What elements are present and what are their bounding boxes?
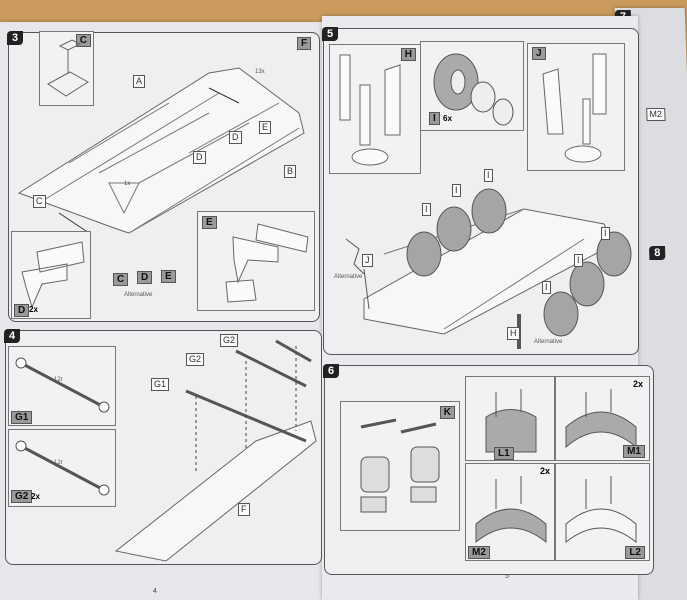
inset-label: E: [202, 216, 217, 229]
step-5-panel: 5 H I 6x J I I I I I I J H Alternative A…: [322, 27, 639, 355]
inset-h: H: [329, 44, 421, 174]
quantity: 2x: [29, 305, 38, 314]
chassis-frame-drawing: [17, 67, 305, 234]
page-number: 4: [153, 588, 157, 595]
chassis-axles-drawing: [114, 339, 317, 562]
frame-label: F: [238, 503, 250, 516]
step-8-badge: 8: [648, 246, 666, 260]
alternative-note: Alternative: [124, 292, 153, 298]
wheel-label: I: [542, 281, 551, 294]
frame-label: F: [297, 37, 312, 50]
inset-g2: G2 2x 12r: [8, 429, 116, 507]
step-3-panel: 3 C F A D D E B C 13x 1x D 2x C D E Alte…: [7, 31, 320, 322]
step-number: 6: [323, 364, 340, 378]
option-e: E: [161, 270, 176, 283]
quantity: 2x: [632, 379, 643, 389]
inset-label: G1: [11, 411, 33, 424]
part-label-b: B: [284, 165, 297, 178]
part-number: 12r: [54, 460, 63, 466]
wheel-label: I: [574, 254, 583, 267]
quantity: 6x: [443, 114, 452, 123]
step-6-panel: 6 K L1 M1 2x M2 2x L2: [323, 364, 654, 575]
step-number: 4: [4, 329, 21, 343]
part-label-e: E: [259, 121, 272, 134]
option-c: C: [113, 273, 129, 286]
page-number: 5: [505, 573, 509, 580]
inset-label: M2: [468, 546, 490, 559]
inset-label: J: [532, 47, 546, 60]
inset-label: M1: [623, 445, 645, 458]
inset-l1: L1: [465, 376, 555, 461]
inset-e: E: [197, 211, 315, 311]
part-number: 13x: [255, 69, 265, 75]
next-page-tag-m2: M2: [646, 108, 666, 121]
axle-label-g2: G2: [220, 334, 239, 347]
part-label-c: C: [33, 195, 46, 208]
alternative-note: Alternative: [534, 339, 563, 345]
inset-label: D: [14, 304, 30, 317]
inset-m1: M1 2x: [555, 376, 650, 461]
inset-j: J: [527, 43, 625, 171]
axle-label-g2: G2: [186, 353, 205, 366]
option-d: D: [137, 271, 153, 284]
inset-l2: L2: [555, 463, 650, 561]
inset-label: L2: [625, 546, 645, 559]
inset-d: D 2x: [11, 231, 91, 319]
inset-label: K: [439, 406, 455, 419]
inset-m2: M2 2x: [465, 463, 555, 561]
jack-label-j: J: [362, 254, 373, 267]
jack-label-h: H: [507, 327, 520, 340]
inset-label: H: [400, 48, 416, 61]
inset-label: L1: [494, 447, 514, 460]
part-number: 1x: [124, 181, 131, 187]
inset-label: G2: [11, 490, 33, 503]
inset-label: I: [429, 112, 440, 125]
quantity: 2x: [539, 466, 550, 476]
step-4-panel: 4 G1 12r G2 2x 12r G2 G2 G1 F: [4, 329, 322, 565]
step-number: 3: [7, 31, 24, 45]
chassis-wheels-drawing: [345, 188, 632, 349]
wheel-label: I: [601, 227, 610, 240]
inset-g1: G1 12r: [8, 346, 116, 426]
quantity: 2x: [31, 492, 40, 501]
wheel-label: I: [484, 169, 493, 182]
axle-label-g1: G1: [151, 378, 170, 391]
step-number: 5: [322, 27, 339, 41]
part-label-d: D: [193, 151, 206, 164]
wheel-label: I: [422, 203, 431, 216]
inset-i: I 6x: [420, 41, 524, 131]
part-number: 12r: [54, 377, 63, 383]
part-label-d: D: [229, 131, 242, 144]
wheel-label: I: [452, 184, 461, 197]
inset-c: C: [39, 31, 94, 106]
inset-k: K: [340, 401, 460, 531]
part-label-a: A: [133, 75, 146, 88]
alternative-note: Alternative: [334, 274, 363, 280]
